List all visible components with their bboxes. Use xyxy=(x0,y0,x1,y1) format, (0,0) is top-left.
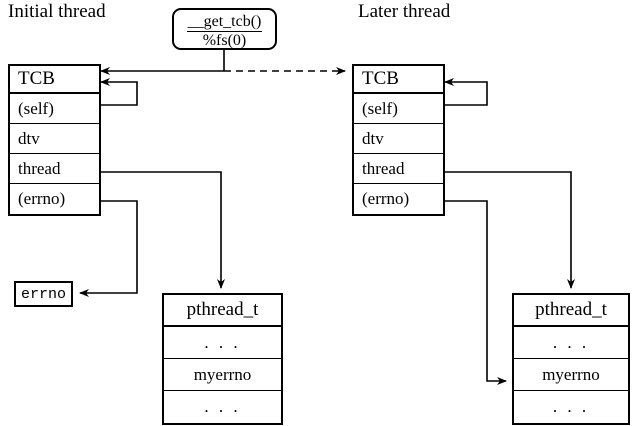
right-pthread-header: pthread_t xyxy=(514,295,628,327)
get-tcb-call-box: __get_tcb() %fs(0) xyxy=(172,8,277,50)
right-pthread-field-dots-bottom: . . . xyxy=(514,391,628,423)
left-thread-title: Initial thread xyxy=(8,1,106,22)
left-pthread-field-myerrno: myerrno xyxy=(164,359,281,391)
right-tcb-field-thread: thread xyxy=(354,154,443,184)
right-tcb-struct: TCB (self) dtv thread (errno) xyxy=(352,64,445,216)
right-tcb-field-self: (self) xyxy=(354,94,443,124)
left-pthread-struct: pthread_t . . . myerrno . . . xyxy=(162,293,283,425)
right-tcb-header: TCB xyxy=(354,66,443,94)
wire-right-thread-to-pthread xyxy=(445,171,575,289)
left-tcb-struct: TCB (self) dtv thread (errno) xyxy=(8,64,101,216)
left-pthread-header: pthread_t xyxy=(164,295,281,327)
left-pthread-field-dots-bottom: . . . xyxy=(164,391,281,423)
fs-register-label: %fs(0) xyxy=(202,32,247,49)
right-pthread-struct: pthread_t . . . myerrno . . . xyxy=(512,293,630,425)
wire-left-self-loop xyxy=(100,78,138,106)
wire-left-errno-to-errno-box xyxy=(79,200,138,297)
left-tcb-field-self: (self) xyxy=(10,94,99,124)
right-pthread-field-dots-top: . . . xyxy=(514,327,628,359)
right-pthread-field-myerrno: myerrno xyxy=(514,359,628,391)
right-thread-title: Later thread xyxy=(358,1,451,22)
left-tcb-header: TCB xyxy=(10,66,99,94)
right-tcb-field-errno: (errno) xyxy=(354,184,443,214)
errno-variable-box: errno xyxy=(14,281,73,307)
wire-right-errno-to-myerrno xyxy=(445,200,507,385)
left-pthread-field-dots-top: . . . xyxy=(164,327,281,359)
wire-left-thread-to-pthread xyxy=(101,171,225,289)
left-tcb-field-thread: thread xyxy=(10,154,99,184)
get-tcb-function-label: __get_tcb() xyxy=(186,13,263,32)
left-tcb-field-dtv: dtv xyxy=(10,124,99,154)
wire-right-self-loop xyxy=(444,78,488,106)
left-tcb-field-errno: (errno) xyxy=(10,184,99,214)
right-tcb-field-dtv: dtv xyxy=(354,124,443,154)
